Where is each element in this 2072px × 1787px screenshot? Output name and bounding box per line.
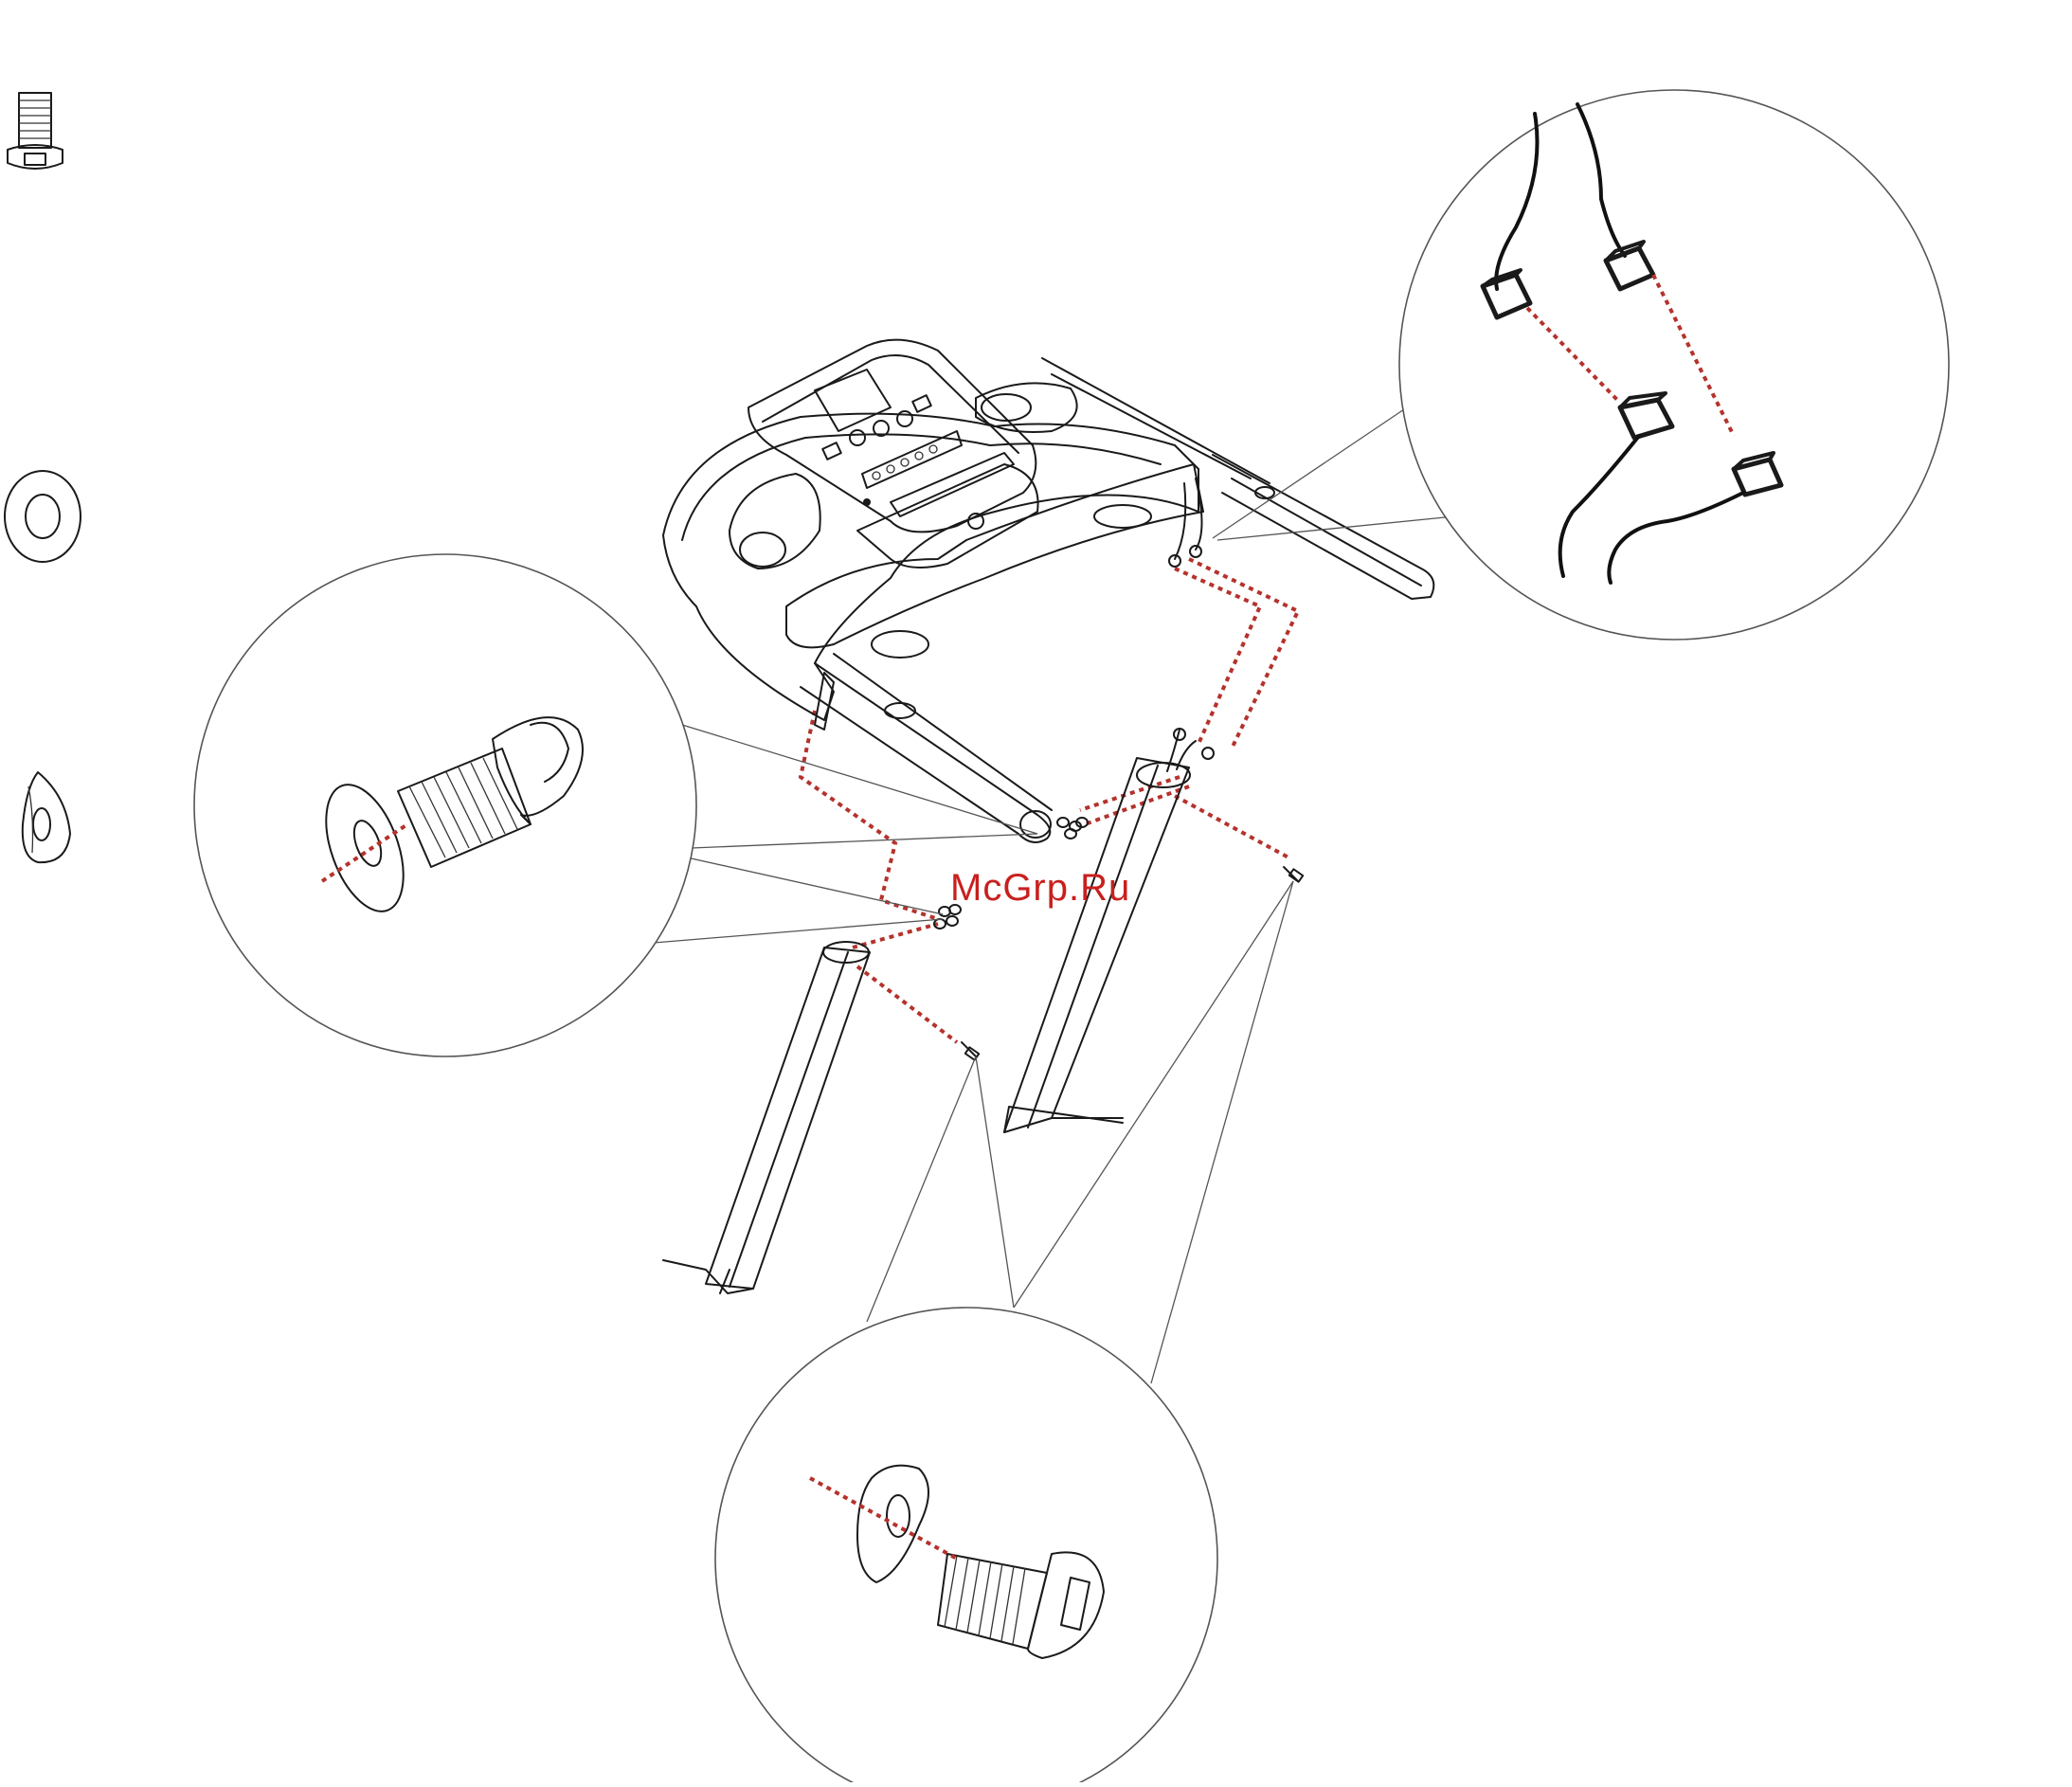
right-upright [1004, 729, 1214, 1132]
detail-callout-curved-washer [715, 881, 1293, 1782]
left-handlebar [801, 654, 1052, 842]
detail-callout-cables [1213, 90, 1949, 640]
watermark: McGrp.Ru [950, 867, 1130, 910]
bolt-part-icon [8, 93, 63, 169]
curved-washer-part-icon [23, 772, 70, 862]
left-upright [663, 942, 870, 1293]
assembly-guide-lines [801, 559, 1298, 1042]
flat-washer-part-icon [5, 471, 81, 562]
detail-callout-flat-washer [194, 554, 1037, 1056]
hardware-bolts [934, 818, 1303, 1060]
